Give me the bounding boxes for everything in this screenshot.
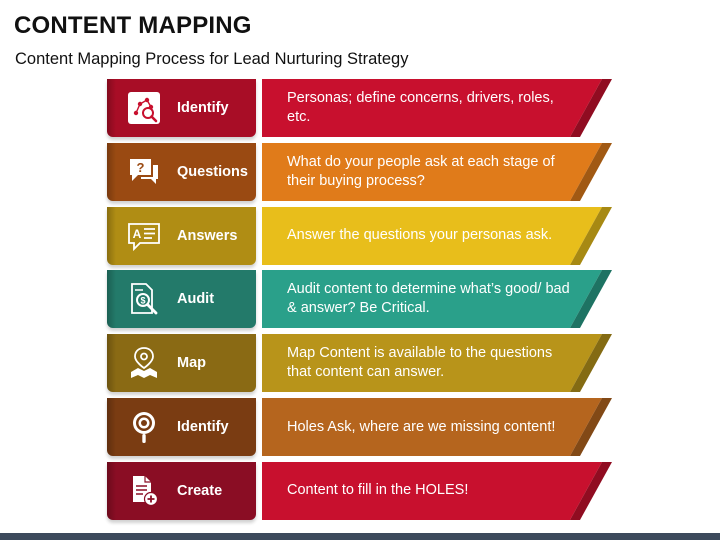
label-box-shadow [107, 206, 116, 265]
step-description-text: Holes Ask, where are we missing content! [287, 418, 556, 435]
step-description-text: What do your people ask at each stage of… [287, 153, 555, 189]
question-bubble-icon: ? [127, 155, 161, 189]
step-row: Identify Holes Ask, where are we missing … [0, 398, 720, 456]
label-box-shadow [107, 398, 116, 456]
step-label: Questions [177, 163, 248, 180]
step-row: A Answers Answer the questions your person… [0, 206, 720, 265]
map-pin-icon [127, 346, 161, 380]
step-label: Audit [177, 291, 215, 308]
step-label-box: Identify [107, 79, 256, 137]
step-label-box: Identify [107, 398, 256, 456]
step-label-box: $ Audit [107, 270, 256, 329]
svg-text:$: $ [140, 296, 145, 306]
step-description: Personas; define concerns, drivers, role… [287, 79, 577, 137]
step-label: Answers [177, 227, 238, 244]
step-label-box: A Answers [107, 206, 256, 265]
network-search-icon [127, 91, 161, 125]
step-row: Identify Personas; define concerns, drive… [0, 79, 720, 137]
svg-text:?: ? [137, 160, 145, 175]
step-label-box: ? Questions [107, 142, 256, 201]
new-document-icon [127, 474, 161, 508]
step-description-text: Answer the questions your personas ask. [287, 227, 553, 244]
step-description-banner [262, 270, 614, 329]
step-row: ? Questions What do your people ask at eac… [0, 142, 720, 201]
audit-search-icon: $ [127, 282, 161, 316]
step-label: Map [177, 355, 206, 372]
step-row: Map Map Content is available to the quest… [0, 334, 720, 393]
step-row: Create Content to fill in the HOLES! [0, 461, 720, 520]
step-description: Map Content is available to the question… [287, 334, 577, 392]
label-box-shadow [107, 461, 116, 520]
step-description-banner [262, 79, 614, 137]
step-description: What do your people ask at each stage of… [287, 143, 577, 201]
step-description-text: Map Content is available to the question… [287, 345, 553, 381]
step-description: Answer the questions your personas ask. [287, 207, 577, 265]
step-label: Create [177, 482, 223, 499]
page-subtitle: Content Mapping Process for Lead Nurturi… [15, 50, 409, 68]
label-box-shadow [107, 334, 116, 393]
answer-doc-icon: A [127, 219, 161, 253]
svg-text:A: A [133, 227, 142, 241]
step-label: Identify [177, 419, 229, 435]
label-box-shadow [107, 142, 116, 201]
step-description-banner [262, 461, 614, 520]
label-box-shadow [107, 270, 116, 329]
label-box-shadow [107, 79, 116, 137]
step-description: Content to fill in the HOLES! [287, 462, 577, 520]
step-label: Identify [177, 100, 229, 116]
step-description-banner [262, 206, 614, 265]
target-search-icon [127, 410, 161, 444]
page-title: CONTENT MAPPING [14, 12, 252, 39]
step-description-banner [262, 142, 614, 201]
step-description-text: Content to fill in the HOLES! [287, 482, 469, 499]
step-description-banner [262, 398, 614, 456]
step-description-text: Personas; define concerns, drivers, role… [287, 90, 554, 125]
step-label-box: Map [107, 334, 256, 393]
step-row: $ Audit Audit content to determine what’s … [0, 270, 720, 329]
step-description-banner [262, 334, 614, 393]
step-description: Audit content to determine what’s good/ … [287, 270, 577, 328]
step-description: Holes Ask, where are we missing content! [287, 398, 577, 456]
step-label-box: Create [107, 461, 256, 520]
step-description-text: Audit content to determine what’s good/ … [287, 281, 570, 317]
footer-bar [0, 533, 720, 540]
